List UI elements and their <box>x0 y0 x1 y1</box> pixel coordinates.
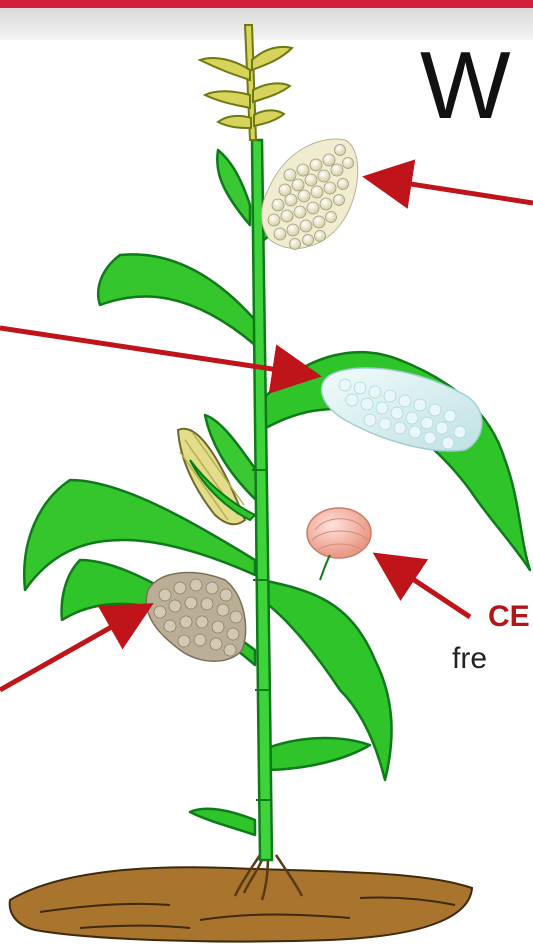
soil <box>10 867 472 941</box>
tassel <box>200 25 292 140</box>
egg-cluster-brown <box>146 573 245 662</box>
pupa <box>307 508 371 580</box>
stalk <box>252 140 272 860</box>
leaves <box>24 150 530 835</box>
arrow <box>372 178 533 203</box>
label-bold-fragment: CE <box>488 600 530 634</box>
egg-cluster-top <box>262 139 358 249</box>
egg-mass-leaf <box>322 368 482 451</box>
arrow <box>381 558 470 617</box>
slide-title-fragment: W <box>420 38 511 134</box>
arrow <box>0 608 145 690</box>
label-plain-fragment: fre <box>452 642 487 676</box>
